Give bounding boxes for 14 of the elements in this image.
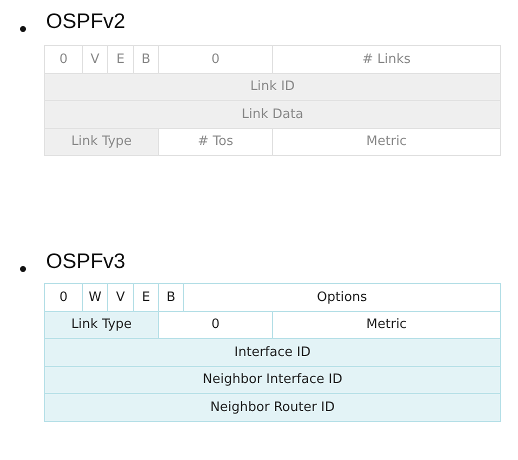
table-cell: Metric [272, 128, 501, 156]
table-cell: Neighbor Interface ID [44, 366, 501, 394]
table-cell: Options [183, 283, 501, 312]
table-cell: Link Type [44, 310, 159, 339]
section-heading: OSPFv3 [46, 250, 126, 274]
table-cell: # Links [272, 45, 501, 74]
table-cell: 0 [44, 45, 83, 74]
table-cell: Neighbor Router ID [44, 393, 501, 422]
table-cell: Link Data [44, 100, 501, 128]
table-cell: Link ID [44, 72, 501, 101]
section-heading: OSPFv2 [46, 10, 126, 34]
table-cell: 0 [44, 283, 83, 312]
table-cell: Interface ID [44, 338, 501, 366]
table-cell: Link Type [44, 128, 159, 156]
